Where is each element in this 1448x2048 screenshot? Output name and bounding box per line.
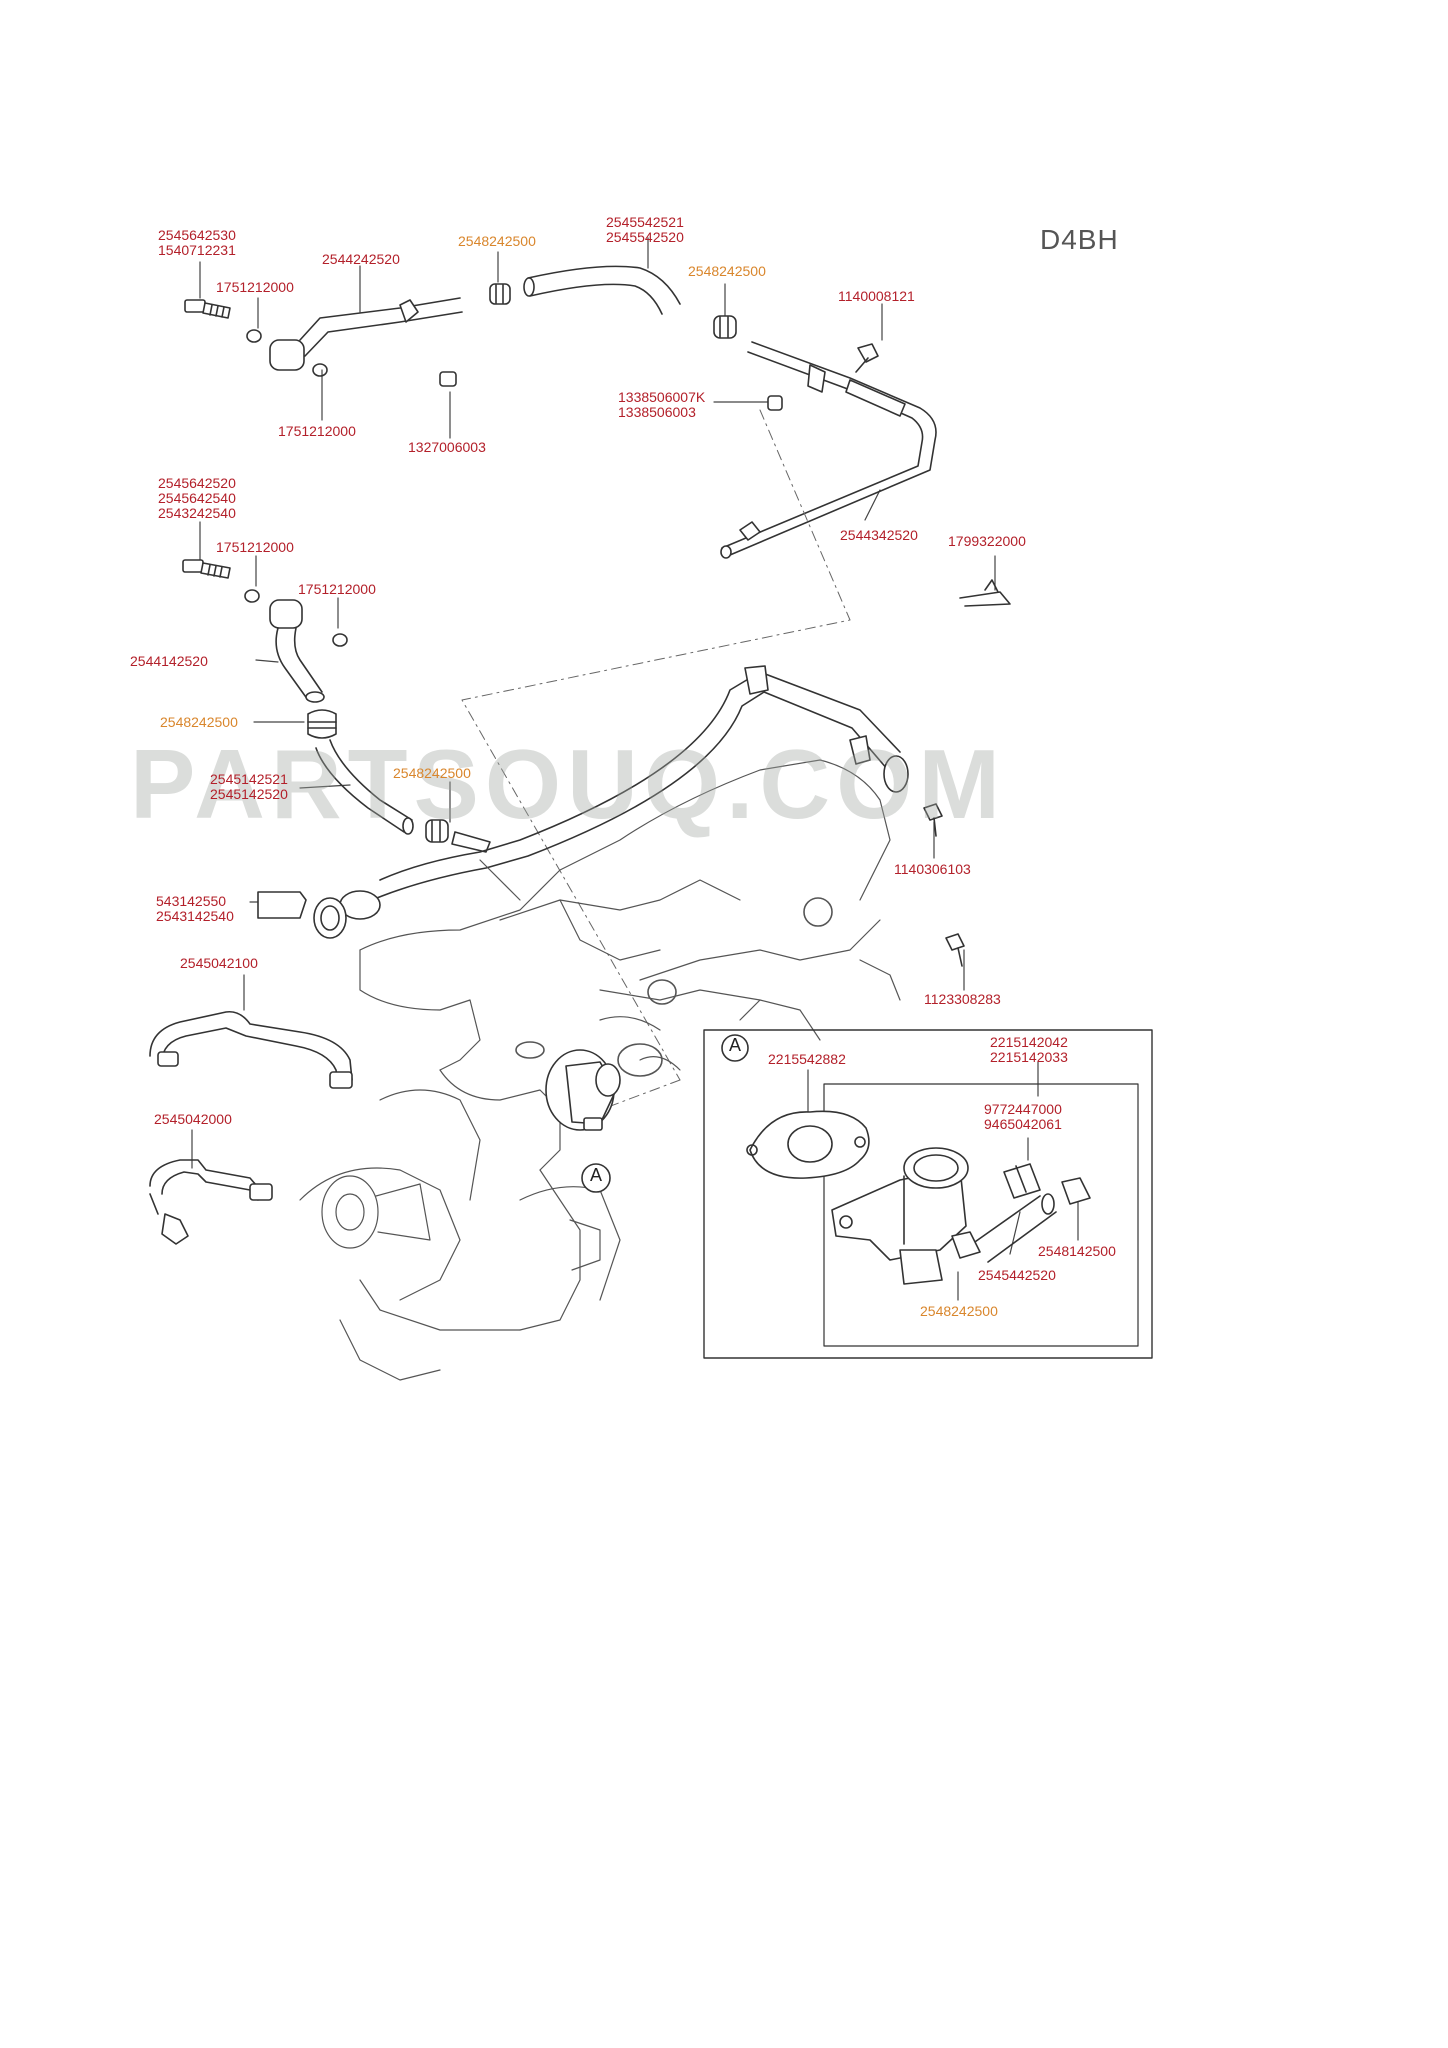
nut-upper	[439, 371, 457, 387]
part-label[interactable]: 1751212000	[278, 423, 356, 439]
part-label[interactable]: 1751212000	[216, 539, 294, 555]
part-label[interactable]: 2544342520	[840, 527, 918, 543]
part-label[interactable]: 1327006003	[408, 439, 486, 455]
engine-block	[299, 759, 901, 1381]
hose-clamp-upper-1	[489, 283, 511, 305]
part-label[interactable]: 2544242520	[322, 251, 400, 267]
part-label[interactable]: 2545042100	[180, 955, 258, 971]
part-label[interactable]: 2545042000	[154, 1111, 232, 1127]
engine-port-3	[515, 1041, 545, 1059]
hose-mid	[315, 739, 414, 835]
gasket	[746, 1110, 870, 1179]
part-label[interactable]: 1751212000	[298, 581, 376, 597]
callout-circle-a	[581, 1163, 611, 1193]
part-label[interactable]: 1799322000	[948, 533, 1026, 549]
detail-box-a	[703, 1029, 1153, 1359]
part-label[interactable]: 2545442520	[978, 1267, 1056, 1283]
model-code: D4BH	[1040, 224, 1119, 255]
detail-box-inner	[823, 1083, 1139, 1347]
pipe-mid-left	[269, 599, 325, 703]
washer-a	[246, 329, 262, 343]
bolt-upper-right	[855, 343, 879, 373]
detail-a-circle	[721, 1034, 749, 1062]
part-label[interactable]: 2215542882	[768, 1051, 846, 1067]
hose-lower-2	[149, 1159, 273, 1245]
part-label[interactable]: 2548242500	[458, 233, 536, 249]
bolt-mid-left	[182, 559, 231, 579]
bolt-upper-left	[184, 299, 231, 319]
pipe-to-engine	[451, 831, 491, 853]
detail-letter-a: A	[729, 1035, 742, 1055]
hose-lower-1	[149, 1010, 353, 1089]
sensor	[1003, 1163, 1041, 1199]
part-label[interactable]: 1751212000	[216, 279, 294, 295]
pipe-upper	[269, 297, 463, 371]
leader-lines	[191, 237, 1079, 1301]
washer-d	[332, 633, 348, 647]
washer-b	[312, 363, 328, 377]
thermostat-housing-on-engine	[545, 1049, 621, 1131]
part-label[interactable]: 1123308283	[924, 991, 1001, 1007]
watermark: PARTSOUQ.COM	[130, 729, 1006, 839]
thermostat-housing-detail	[831, 1147, 969, 1285]
callout-letter-a: A	[590, 1165, 603, 1185]
hose-clamp-mid-2	[425, 819, 449, 843]
part-label[interactable]: 2544142520	[130, 653, 208, 669]
part-label[interactable]: 2548242500	[920, 1303, 998, 1319]
o-ring	[313, 897, 347, 939]
hose-upper	[523, 265, 681, 315]
water-pipe-long	[720, 341, 937, 559]
clamp-detail-1	[1061, 1177, 1091, 1205]
washer-c	[244, 589, 260, 603]
part-label[interactable]: 1140306103	[894, 861, 971, 877]
hose-detail	[971, 1193, 1057, 1263]
part-label[interactable]: 2548242500	[688, 263, 766, 279]
part-label[interactable]: 1140008121	[838, 288, 915, 304]
nut-small-upper	[767, 395, 783, 411]
engine-port-1	[617, 1043, 663, 1077]
clamp-detail-2	[951, 1231, 981, 1259]
dashed-boundaries	[461, 409, 851, 1111]
clip	[959, 579, 1011, 607]
hose-clamp-upper-2	[713, 315, 737, 339]
bolt-right-lower	[945, 933, 965, 967]
hose-clamp-mid-1	[307, 709, 337, 739]
part-label[interactable]: 2548242500	[160, 714, 238, 730]
engine-port-2	[803, 897, 833, 927]
part-label[interactable]: 2548242500	[393, 765, 471, 781]
part-label[interactable]: 2548142500	[1038, 1243, 1116, 1259]
water-pump	[321, 1175, 431, 1249]
bolt-right-mid	[923, 803, 943, 837]
short-pipe	[257, 891, 307, 919]
engine-port-4	[647, 979, 677, 1005]
